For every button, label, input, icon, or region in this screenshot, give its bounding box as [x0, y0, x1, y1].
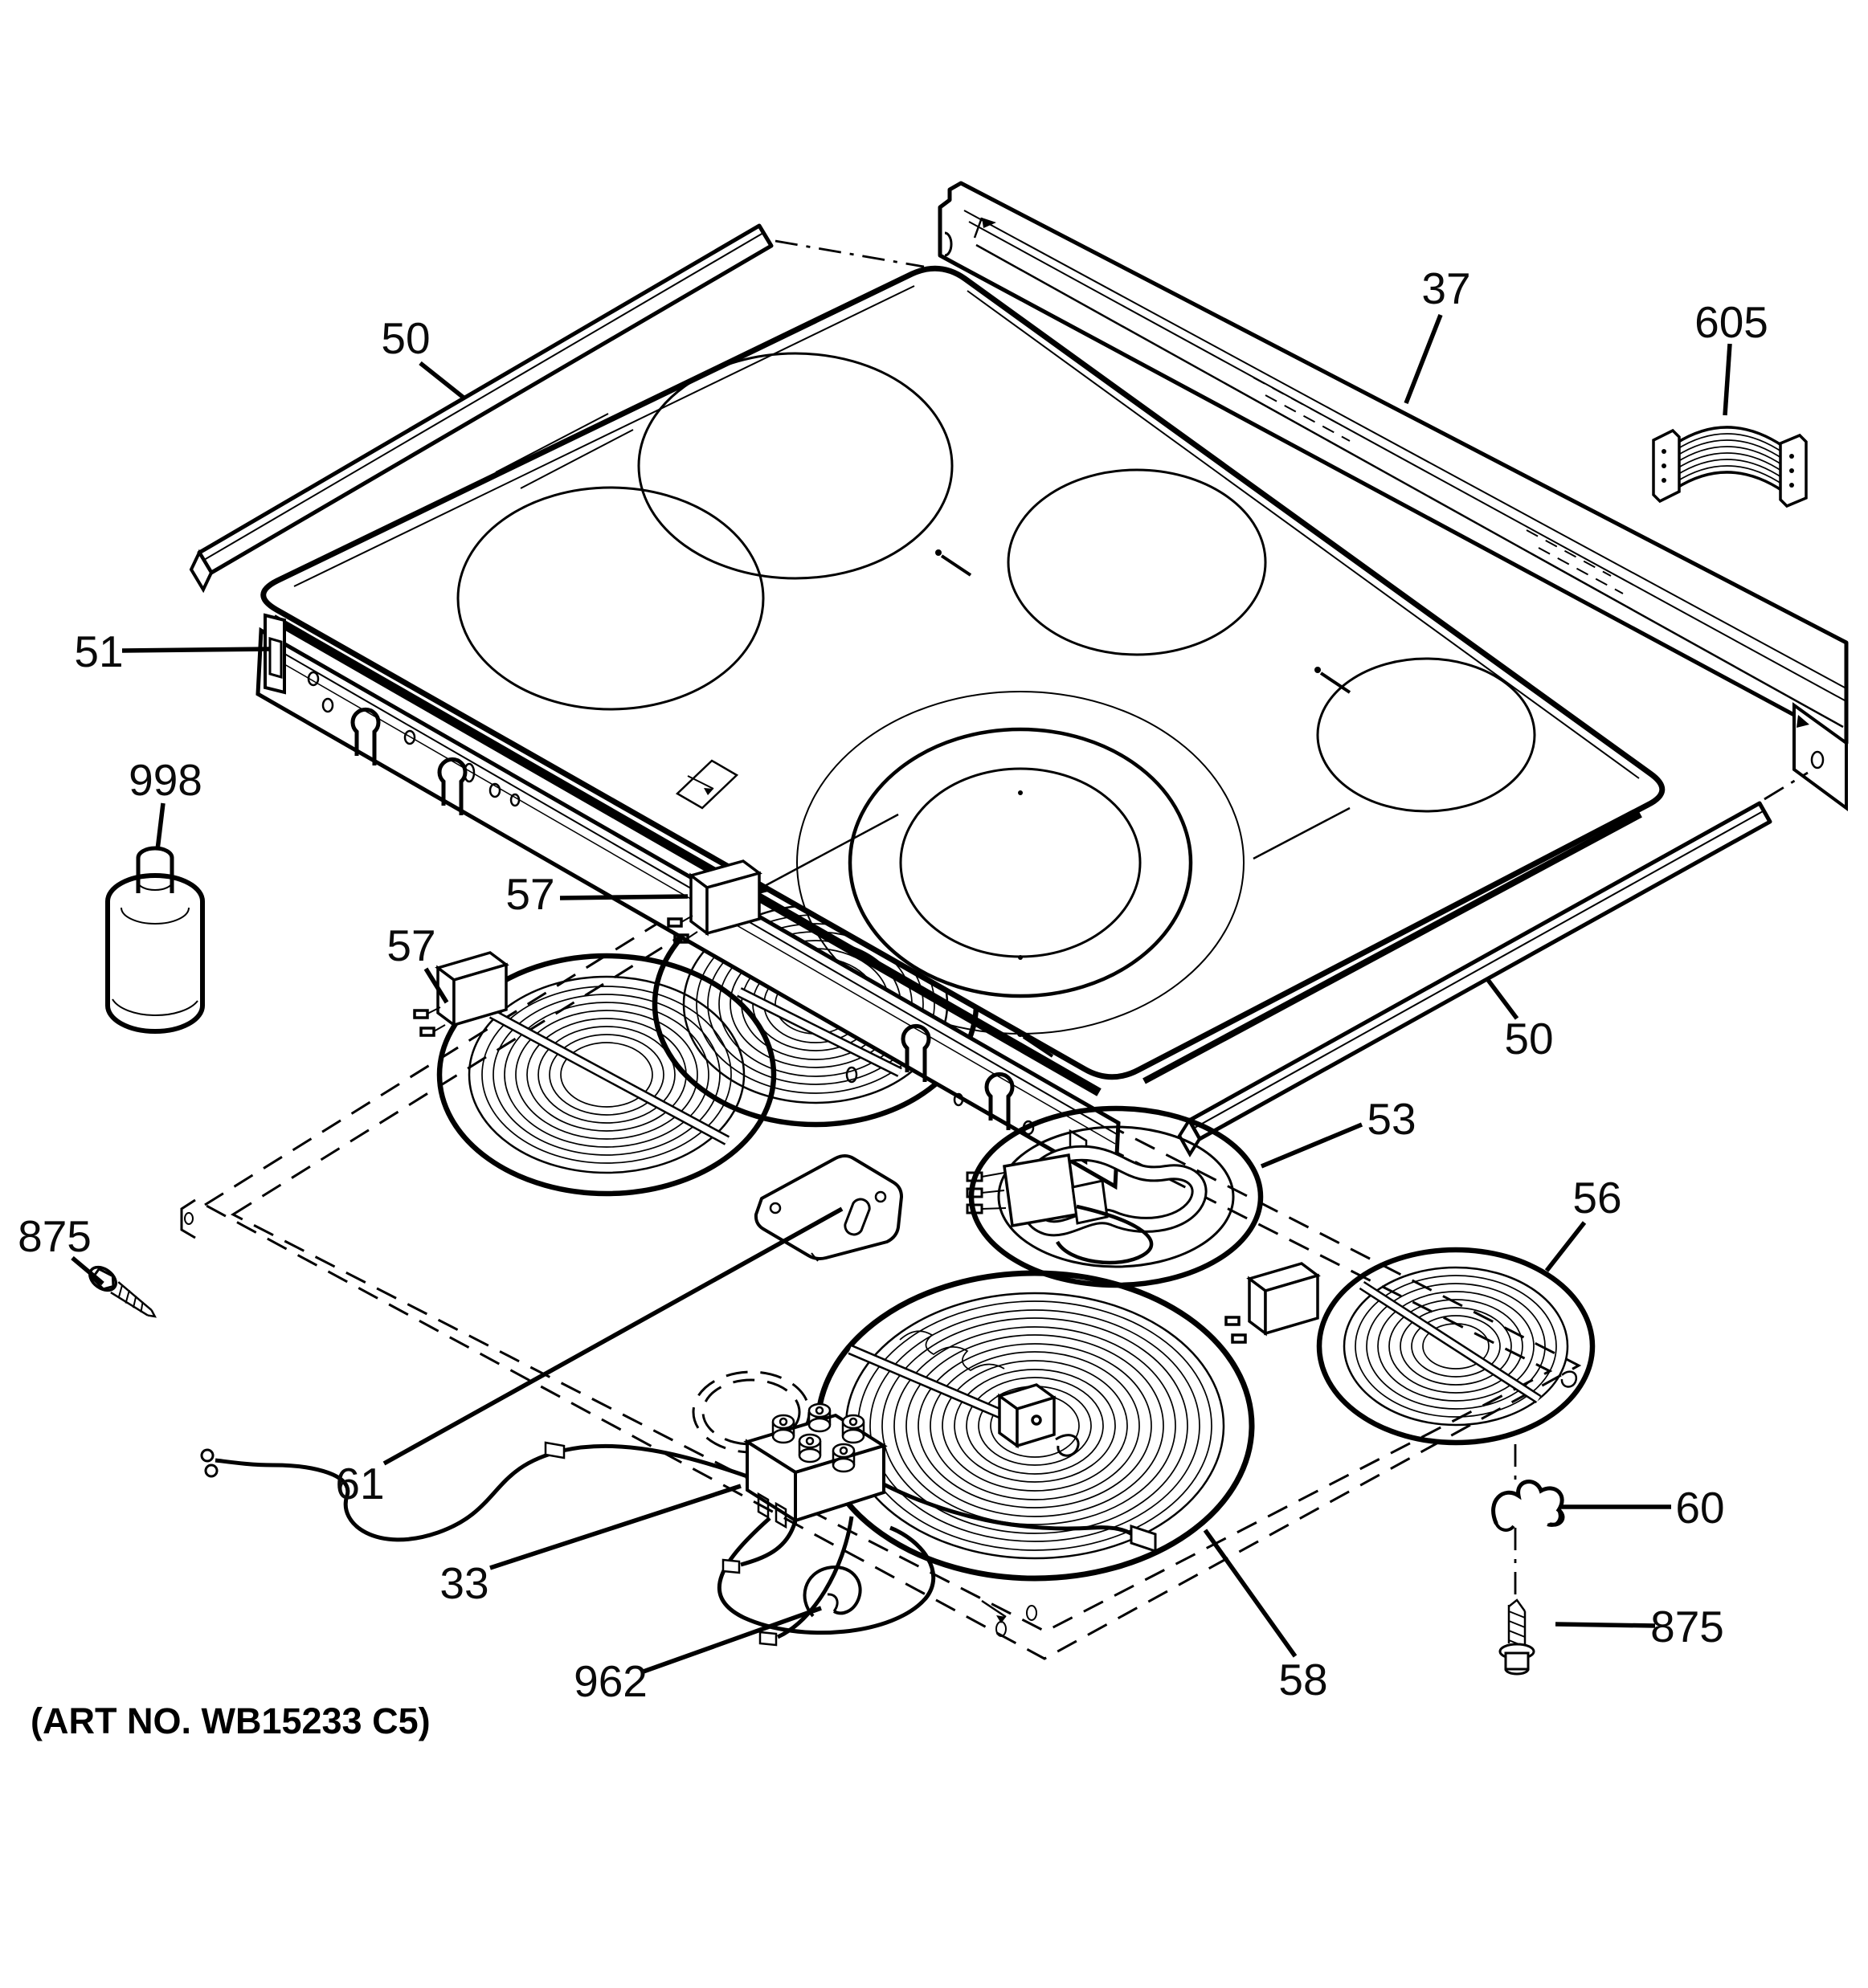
callout-57-center-rear-element: 57 [505, 869, 554, 919]
wire-spade-2 [776, 1516, 854, 1639]
callout-50-right-trim: 50 [1504, 1014, 1553, 1063]
ribbon-connector-holes [1662, 449, 1794, 488]
panel-right-ear [1560, 1370, 1578, 1388]
left-element-connector [413, 951, 509, 1037]
center-rear-element-connector [667, 859, 762, 944]
cleaner-bottle [105, 846, 205, 1034]
callout-875-screw-right: 875 [1650, 1602, 1724, 1651]
callout-61-bracket: 61 [335, 1459, 384, 1508]
burner-circle-right-lower [1316, 657, 1536, 813]
warming-element-plug [1003, 1153, 1078, 1228]
rear-rail-end-tab [1792, 702, 1848, 811]
right-rear-element-connector [1224, 1262, 1321, 1344]
callout-962-wire-clip: 962 [574, 1656, 648, 1706]
callout-605-ribbon-cable: 605 [1694, 297, 1768, 347]
callout-60-clip: 60 [1675, 1483, 1724, 1533]
warming-element [966, 1105, 1264, 1288]
wire-clip-hook [803, 1565, 862, 1618]
terminal-block-assembly [200, 1402, 1157, 1647]
art-number: (ART NO. WB15233 C5) [31, 1700, 431, 1741]
dual-element-center-block [996, 1383, 1057, 1449]
front-rail-keyhole-slots [350, 707, 1015, 1130]
rear-rail-flag [982, 218, 996, 228]
callout-50-left-trim: 50 [381, 313, 430, 363]
callout-37-rear-rail: 37 [1421, 263, 1470, 313]
front-rail-holes [307, 671, 1088, 1165]
front-rail [255, 613, 1121, 1190]
burner-circle-left [456, 486, 765, 711]
wire-spade-1 [740, 1520, 798, 1567]
callout-53-warming-element: 53 [1367, 1094, 1416, 1144]
callout-58-dual-element: 58 [1278, 1655, 1327, 1704]
burner-circle-right-upper [1007, 468, 1267, 656]
ribbon-cable [1652, 426, 1808, 508]
callout-875-screw-left: 875 [18, 1211, 92, 1261]
burner-circle-top-center [637, 352, 954, 580]
terminal-posts [771, 1402, 865, 1473]
clip-and-screw [1491, 1444, 1565, 1676]
right-rear-element [1224, 1247, 1596, 1446]
panel-left-bracket [180, 1198, 196, 1239]
wire-left-loop [215, 1443, 748, 1542]
left-element [436, 953, 777, 1197]
dual-element [815, 1270, 1255, 1582]
callout-51-front-rail: 51 [74, 627, 123, 676]
display-window [675, 759, 739, 810]
rear-rail [938, 181, 1849, 811]
callout-998-cleaner-bottle: 998 [129, 755, 202, 805]
left-trim [189, 223, 925, 594]
screw-right [1498, 1598, 1535, 1676]
wire-bottom-loop [717, 1517, 936, 1635]
callout-33-terminal-block: 33 [439, 1558, 488, 1608]
center-rear-element [652, 880, 979, 1128]
glass-front-right-edge [1142, 811, 1642, 1084]
callout-labels: 50 37 605 51 998 57 57 50 53 56 875 61 6… [18, 263, 1768, 1706]
wire-right [882, 1482, 1136, 1538]
callout-leaders [71, 313, 1732, 1675]
screw-left [88, 1265, 157, 1318]
glass-cooktop [260, 210, 1666, 1096]
spring-clip [1491, 1480, 1565, 1532]
callout-56-right-rear-element: 56 [1572, 1173, 1621, 1223]
glass-front-left-edge [271, 614, 1102, 1096]
glass-tick-marks [935, 549, 1351, 1058]
right-trim [1177, 771, 1809, 1157]
callout-57-left-element: 57 [386, 921, 435, 970]
mounting-bracket [754, 1154, 903, 1262]
